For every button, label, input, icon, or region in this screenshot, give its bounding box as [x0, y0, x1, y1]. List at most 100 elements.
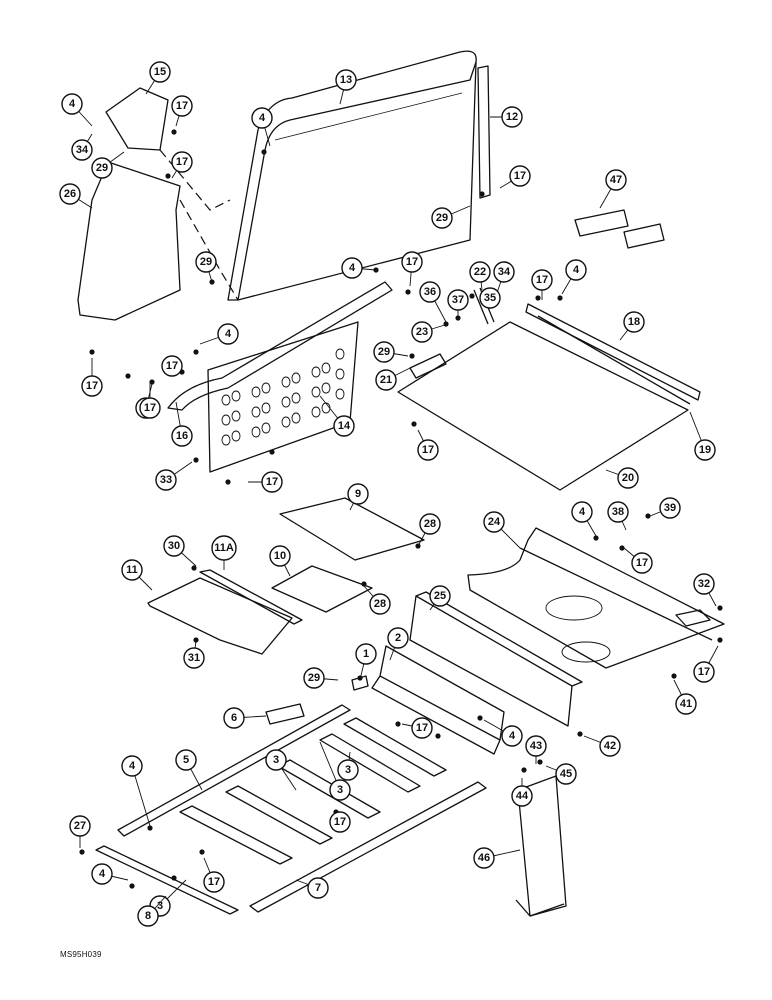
- callout-number: 20: [622, 472, 634, 484]
- callout-circle: [161, 355, 183, 377]
- callout-16: 16: [171, 401, 193, 447]
- callout-number: 17: [86, 380, 98, 392]
- callout-46: 46: [473, 847, 521, 869]
- callout-4: 4: [121, 755, 151, 827]
- callout-circle: [387, 627, 409, 649]
- callout-44: 44: [511, 778, 533, 807]
- callout-number: 10: [274, 550, 286, 562]
- callout-circle: [69, 815, 91, 837]
- callout-33: 33: [155, 461, 193, 491]
- callout-circle: [509, 165, 531, 187]
- callout-number: 17: [406, 256, 418, 268]
- callout-number: 3: [345, 764, 351, 776]
- callout-circle: [333, 415, 355, 437]
- callout-15: 15: [145, 61, 171, 95]
- callout-number: 4: [99, 868, 106, 880]
- callout-circle: [617, 467, 639, 489]
- callout-32: 32: [693, 573, 717, 607]
- callout-36: 36: [419, 281, 447, 323]
- callout-35: 35: [479, 287, 501, 309]
- callout-number: 17: [144, 402, 156, 414]
- callout-circle: [303, 667, 325, 689]
- callout-number: 31: [188, 652, 200, 664]
- callout-2: 2: [387, 627, 409, 661]
- callout-circle: [417, 439, 439, 461]
- callout-number: 17: [698, 666, 710, 678]
- callout-34: 34: [493, 261, 515, 297]
- callout-4: 4: [483, 719, 523, 747]
- callout-number: 44: [516, 790, 529, 802]
- callout-11: 11: [121, 559, 153, 591]
- callout-29: 29: [91, 151, 125, 179]
- callout-number: 29: [96, 162, 108, 174]
- callout-circle: [59, 183, 81, 205]
- callout-number: 30: [168, 540, 180, 552]
- callout-circle: [203, 871, 225, 893]
- callout-13: 13: [335, 69, 357, 105]
- callout-4: 4: [341, 257, 377, 279]
- callout-17: 17: [81, 358, 103, 397]
- callout-circle: [251, 107, 273, 129]
- callout-number: 7: [315, 882, 321, 894]
- callout-circle: [139, 397, 161, 419]
- callout-4: 4: [199, 323, 239, 345]
- callout-18: 18: [619, 311, 645, 341]
- callout-circle: [693, 573, 715, 595]
- callout-number: 46: [478, 852, 490, 864]
- callout-circle: [605, 169, 627, 191]
- callout-4: 4: [571, 501, 597, 537]
- callout-number: 29: [200, 256, 212, 268]
- callout-27: 27: [69, 815, 91, 848]
- callout-circle: [375, 369, 397, 391]
- callout-circle: [269, 545, 291, 567]
- callout-number: 4: [259, 112, 266, 124]
- callout-12: 12: [490, 106, 523, 128]
- callout-number: 21: [380, 374, 392, 386]
- callout-29: 29: [195, 251, 217, 283]
- callout-circle: [447, 289, 469, 311]
- callout-37: 37: [447, 289, 469, 318]
- callout-17: 17: [401, 251, 423, 287]
- callout-circle: [411, 717, 433, 739]
- callout-3: 3: [265, 749, 297, 791]
- callout-circle: [469, 261, 491, 283]
- callout-17: 17: [417, 429, 439, 461]
- perforation-holes: [221, 348, 345, 446]
- callout-circle: [195, 251, 217, 273]
- callout-39: 39: [649, 497, 681, 519]
- callout-circle: [693, 661, 715, 683]
- callout-29: 29: [373, 341, 409, 363]
- callout-28: 28: [417, 513, 441, 547]
- callout-24: 24: [483, 511, 521, 549]
- callout-17: 17: [401, 717, 433, 739]
- callout-circle: [511, 785, 533, 807]
- callout-number: 2: [395, 632, 401, 644]
- callout-3: 3: [319, 741, 351, 801]
- callout-25: 25: [429, 585, 451, 611]
- callout-circle: [217, 323, 239, 345]
- callout-number: 22: [474, 266, 486, 278]
- callout-circle: [149, 61, 171, 83]
- callout-number: 29: [378, 346, 390, 358]
- callout-number: 17: [416, 722, 428, 734]
- callout-number: 25: [434, 590, 446, 602]
- callout-circle: [429, 585, 451, 607]
- callout-29: 29: [431, 205, 471, 229]
- callout-number: 13: [340, 74, 352, 86]
- callout-number: 33: [160, 474, 172, 486]
- callout-circle: [531, 269, 553, 291]
- callout-circle: [431, 207, 453, 229]
- callout-45: 45: [545, 763, 577, 785]
- callout-circle: [171, 95, 193, 117]
- callout-number: 18: [628, 316, 640, 328]
- callout-circle: [571, 501, 593, 523]
- callout-number: 3: [273, 754, 279, 766]
- callout-number: 45: [560, 768, 572, 780]
- callout-circle: [163, 535, 185, 557]
- callout-17: 17: [248, 471, 283, 493]
- callout-22: 22: [469, 261, 491, 291]
- callout-number: 34: [498, 266, 511, 278]
- callout-number: 11: [126, 564, 138, 576]
- callout-number: 29: [436, 212, 448, 224]
- callout-number: 4: [69, 98, 76, 110]
